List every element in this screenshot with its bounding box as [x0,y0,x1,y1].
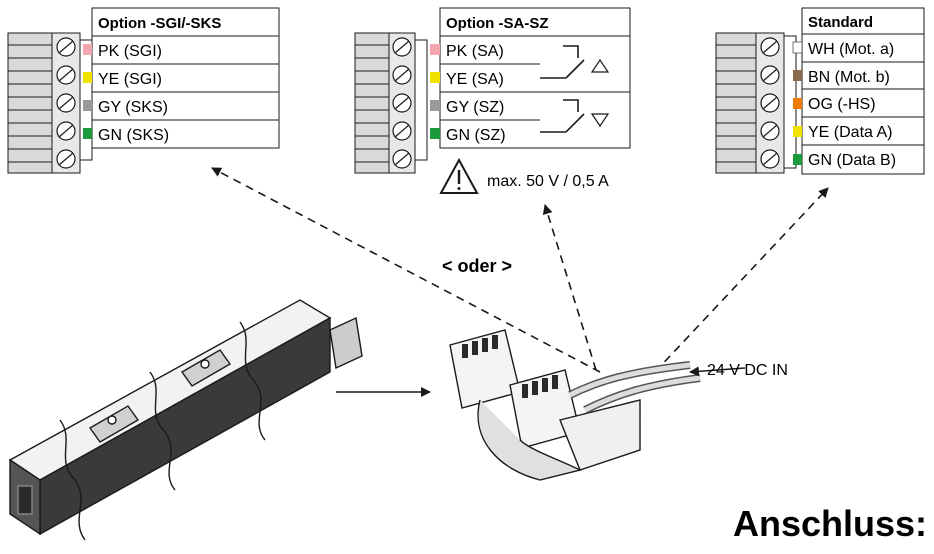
actuator-icon [8,299,363,541]
page-title: Anschluss: [733,503,927,544]
wire-color-swatch [793,70,802,81]
table-sa-sz: Option -SA-SZ PK (SA) YE (SA) GY (SZ) GN… [430,7,631,149]
warning-icon [439,157,479,194]
terminal-block-sgi-sks [7,32,93,174]
wire-color-swatch [793,98,802,109]
table-row-label: PK (SA) [446,43,504,60]
table-row-label: WH (Mot. a) [808,41,894,58]
supply-arrow [689,366,746,377]
table-row-label: GY (SZ) [446,99,504,116]
wire-color-swatch [793,154,802,165]
wire-color-swatch [430,72,440,83]
table-header-sa-sz: Option -SA-SZ [446,15,548,32]
wire-color-swatch [83,44,92,55]
supply-label: 24 V DC IN [707,362,788,379]
switch-close-icon [540,99,610,133]
table-row-label: GN (SKS) [98,127,169,144]
terminal-block-standard [715,32,797,174]
or-label: < oder > [442,256,512,276]
table-row-label: BN (Mot. b) [808,69,890,86]
table-row-label: YE (Data A) [808,124,892,141]
wire-color-swatch [792,41,803,54]
dashed-arrows [211,167,829,373]
plug-connector-icon [449,329,701,481]
table-standard: Standard WH (Mot. a) BN (Mot. b) OG (-HS… [792,7,925,175]
table-row-label: GN (SZ) [446,127,506,144]
wire-color-swatch [793,126,802,137]
wire-color-swatch [430,128,440,139]
wire-color-swatch [83,72,92,83]
table-row-label: GY (SKS) [98,99,168,116]
wire-color-swatch [83,100,92,111]
wire-color-swatch [430,44,440,55]
warning-text: max. 50 V / 0,5 A [487,173,609,190]
table-row-label: OG (-HS) [808,96,876,113]
wire-color-swatch [83,128,92,139]
switch-open-icon [540,45,610,79]
table-row-label: PK (SGI) [98,43,162,60]
wire-color-swatch [430,100,440,111]
table-row-label: GN (Data B) [808,152,896,169]
table-row-label: YE (SA) [446,71,504,88]
table-header-standard: Standard [808,14,873,31]
table-sgi-sks: Option -SGI/-SKS PK (SGI) YE (SGI) GY (S… [83,7,280,149]
terminal-block-sa-sz [354,32,428,174]
table-header-sgi-sks: Option -SGI/-SKS [98,15,221,32]
table-row-label: YE (SGI) [98,71,162,88]
